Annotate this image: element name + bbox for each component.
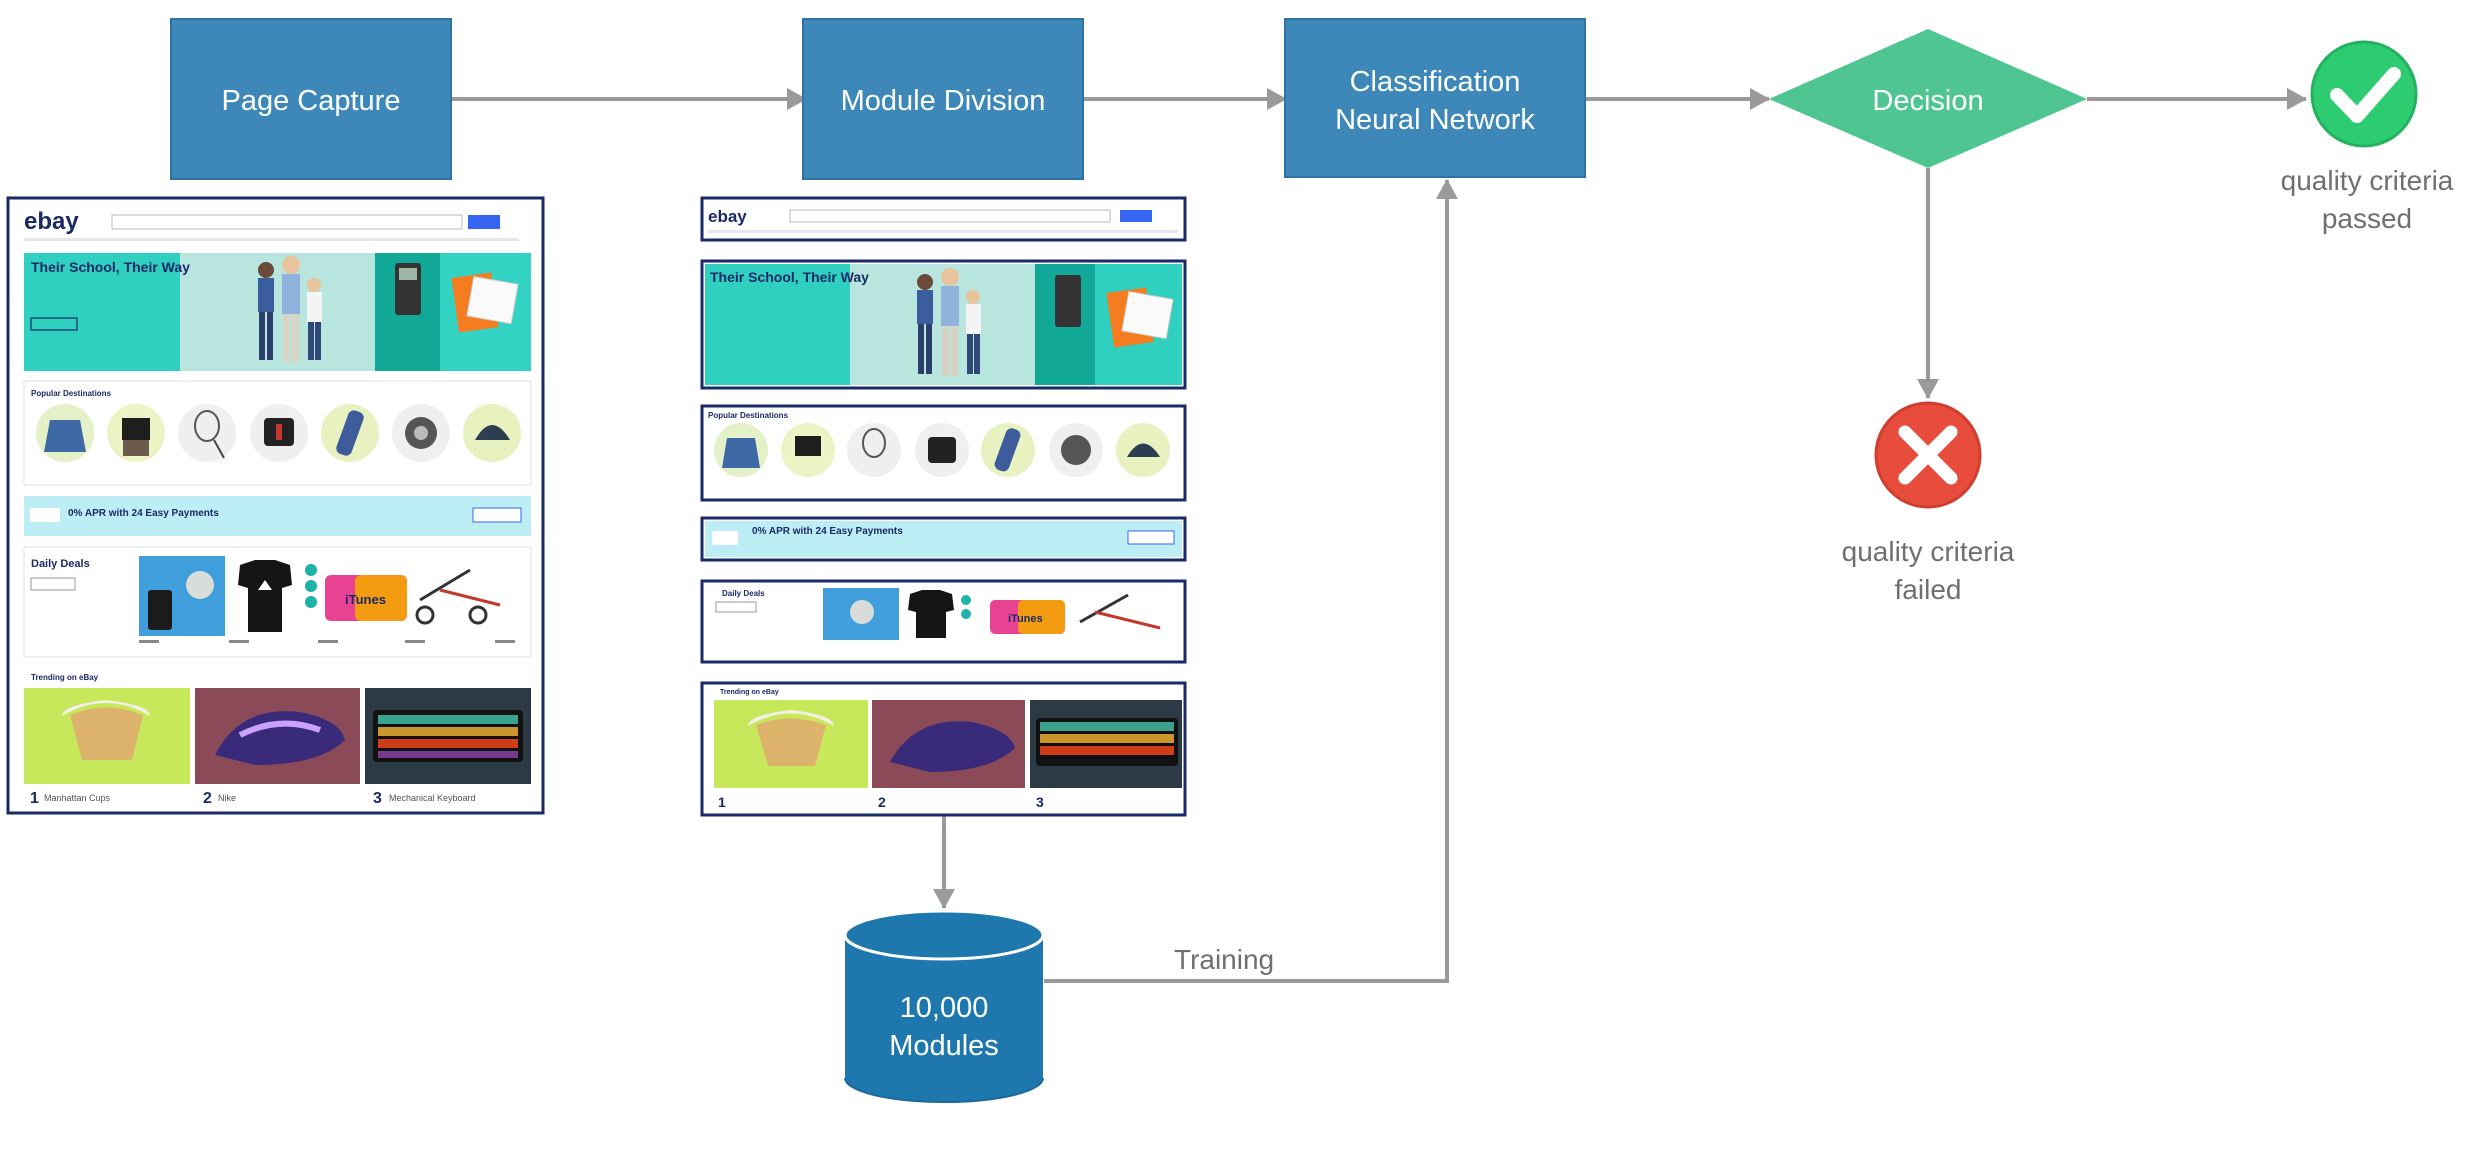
module-hero-title: Their School, Their Way — [710, 269, 869, 285]
node-database: 10,000 Modules — [843, 909, 1045, 1103]
module-promo: 0% APR with 24 Easy Payments — [700, 516, 1187, 562]
outcome-failed: quality criteria failed — [1842, 401, 2015, 605]
passed-label-line1: quality criteria — [2281, 165, 2454, 196]
screenshot-hero: Their School, Their Way — [24, 253, 531, 371]
trend-2-label: Nike — [218, 793, 236, 803]
page-screenshot: ebay Their School, Their Way Popular Des… — [6, 196, 545, 815]
trend-rank-3: 3 — [373, 790, 382, 807]
svg-text:ebay: ebay — [708, 207, 747, 226]
module-stack: ebay Their School, Their Way Popular Des… — [700, 196, 1187, 817]
screenshot-trending: Trending on eBay 1 2 3 Manhattan Cups Ni… — [24, 673, 531, 807]
module-trend-rank-3: 3 — [1036, 794, 1044, 810]
module-trending-title: Trending on eBay — [720, 689, 779, 696]
check-circle-icon — [2310, 40, 2418, 148]
trend-rank-2: 2 — [203, 790, 212, 807]
module-division-label: Module Division — [841, 85, 1046, 117]
popular-title: Popular Destinations — [31, 389, 112, 398]
x-icon — [1898, 425, 1958, 485]
module-itunes-label: iTunes — [1008, 613, 1043, 625]
deals-title: Daily Deals — [31, 558, 90, 570]
classification-label-line1: Classification — [1350, 66, 1521, 98]
hero-title: Their School, Their Way — [31, 259, 190, 275]
screenshot-deals: Daily Deals iTunes — [23, 546, 532, 658]
module-trending: Trending on eBay 1 2 3 — [700, 681, 1187, 817]
module-trend-rank-2: 2 — [878, 794, 886, 810]
ebay-logo: ebay — [24, 208, 79, 235]
trend-1-label: Manhattan Cups — [44, 793, 111, 803]
classification-label-line2: Neural Network — [1335, 104, 1535, 136]
node-module-division: Module Division — [802, 18, 1084, 180]
module-popular: Popular Destinations — [700, 404, 1187, 502]
module-trend-rank-1: 1 — [718, 794, 726, 810]
edge-training — [1044, 179, 1458, 983]
trend-3-label: Mechanical Keyboard — [389, 793, 476, 803]
database-label-line1: 10,000 — [900, 992, 989, 1024]
passed-label-line2: passed — [2322, 203, 2412, 234]
module-header: ebay — [700, 196, 1187, 242]
database-label-line2: Modules — [889, 1030, 999, 1062]
failed-label-line2: failed — [1895, 574, 1962, 605]
module-promo-text: 0% APR with 24 Easy Payments — [752, 526, 903, 537]
module-deals: Daily Deals iTunes — [700, 579, 1187, 664]
module-deals-title: Daily Deals — [722, 589, 765, 598]
promo-text: 0% APR with 24 Easy Payments — [68, 508, 219, 519]
module-popular-title: Popular Destinations — [708, 411, 789, 420]
node-decision: Decision — [1769, 29, 2087, 168]
page-capture-label: Page Capture — [222, 85, 401, 117]
decision-label: Decision — [1872, 85, 1983, 117]
screenshot-promo: 0% APR with 24 Easy Payments — [24, 496, 531, 536]
outcome-passed: quality criteria passed — [2281, 40, 2454, 234]
trending-title: Trending on eBay — [31, 673, 99, 682]
check-icon — [2330, 67, 2401, 123]
module-hero: Their School, Their Way — [700, 259, 1187, 390]
node-page-capture: Page Capture — [170, 18, 452, 180]
screenshot-header: ebay — [24, 208, 519, 241]
screenshot-popular: Popular Destinations — [23, 380, 532, 486]
trend-rank-1: 1 — [30, 790, 39, 807]
node-classification: Classification Neural Network — [1284, 18, 1586, 178]
itunes-label: iTunes — [345, 592, 386, 607]
training-label: Training — [1174, 944, 1274, 975]
failed-label-line1: quality criteria — [1842, 536, 2015, 567]
